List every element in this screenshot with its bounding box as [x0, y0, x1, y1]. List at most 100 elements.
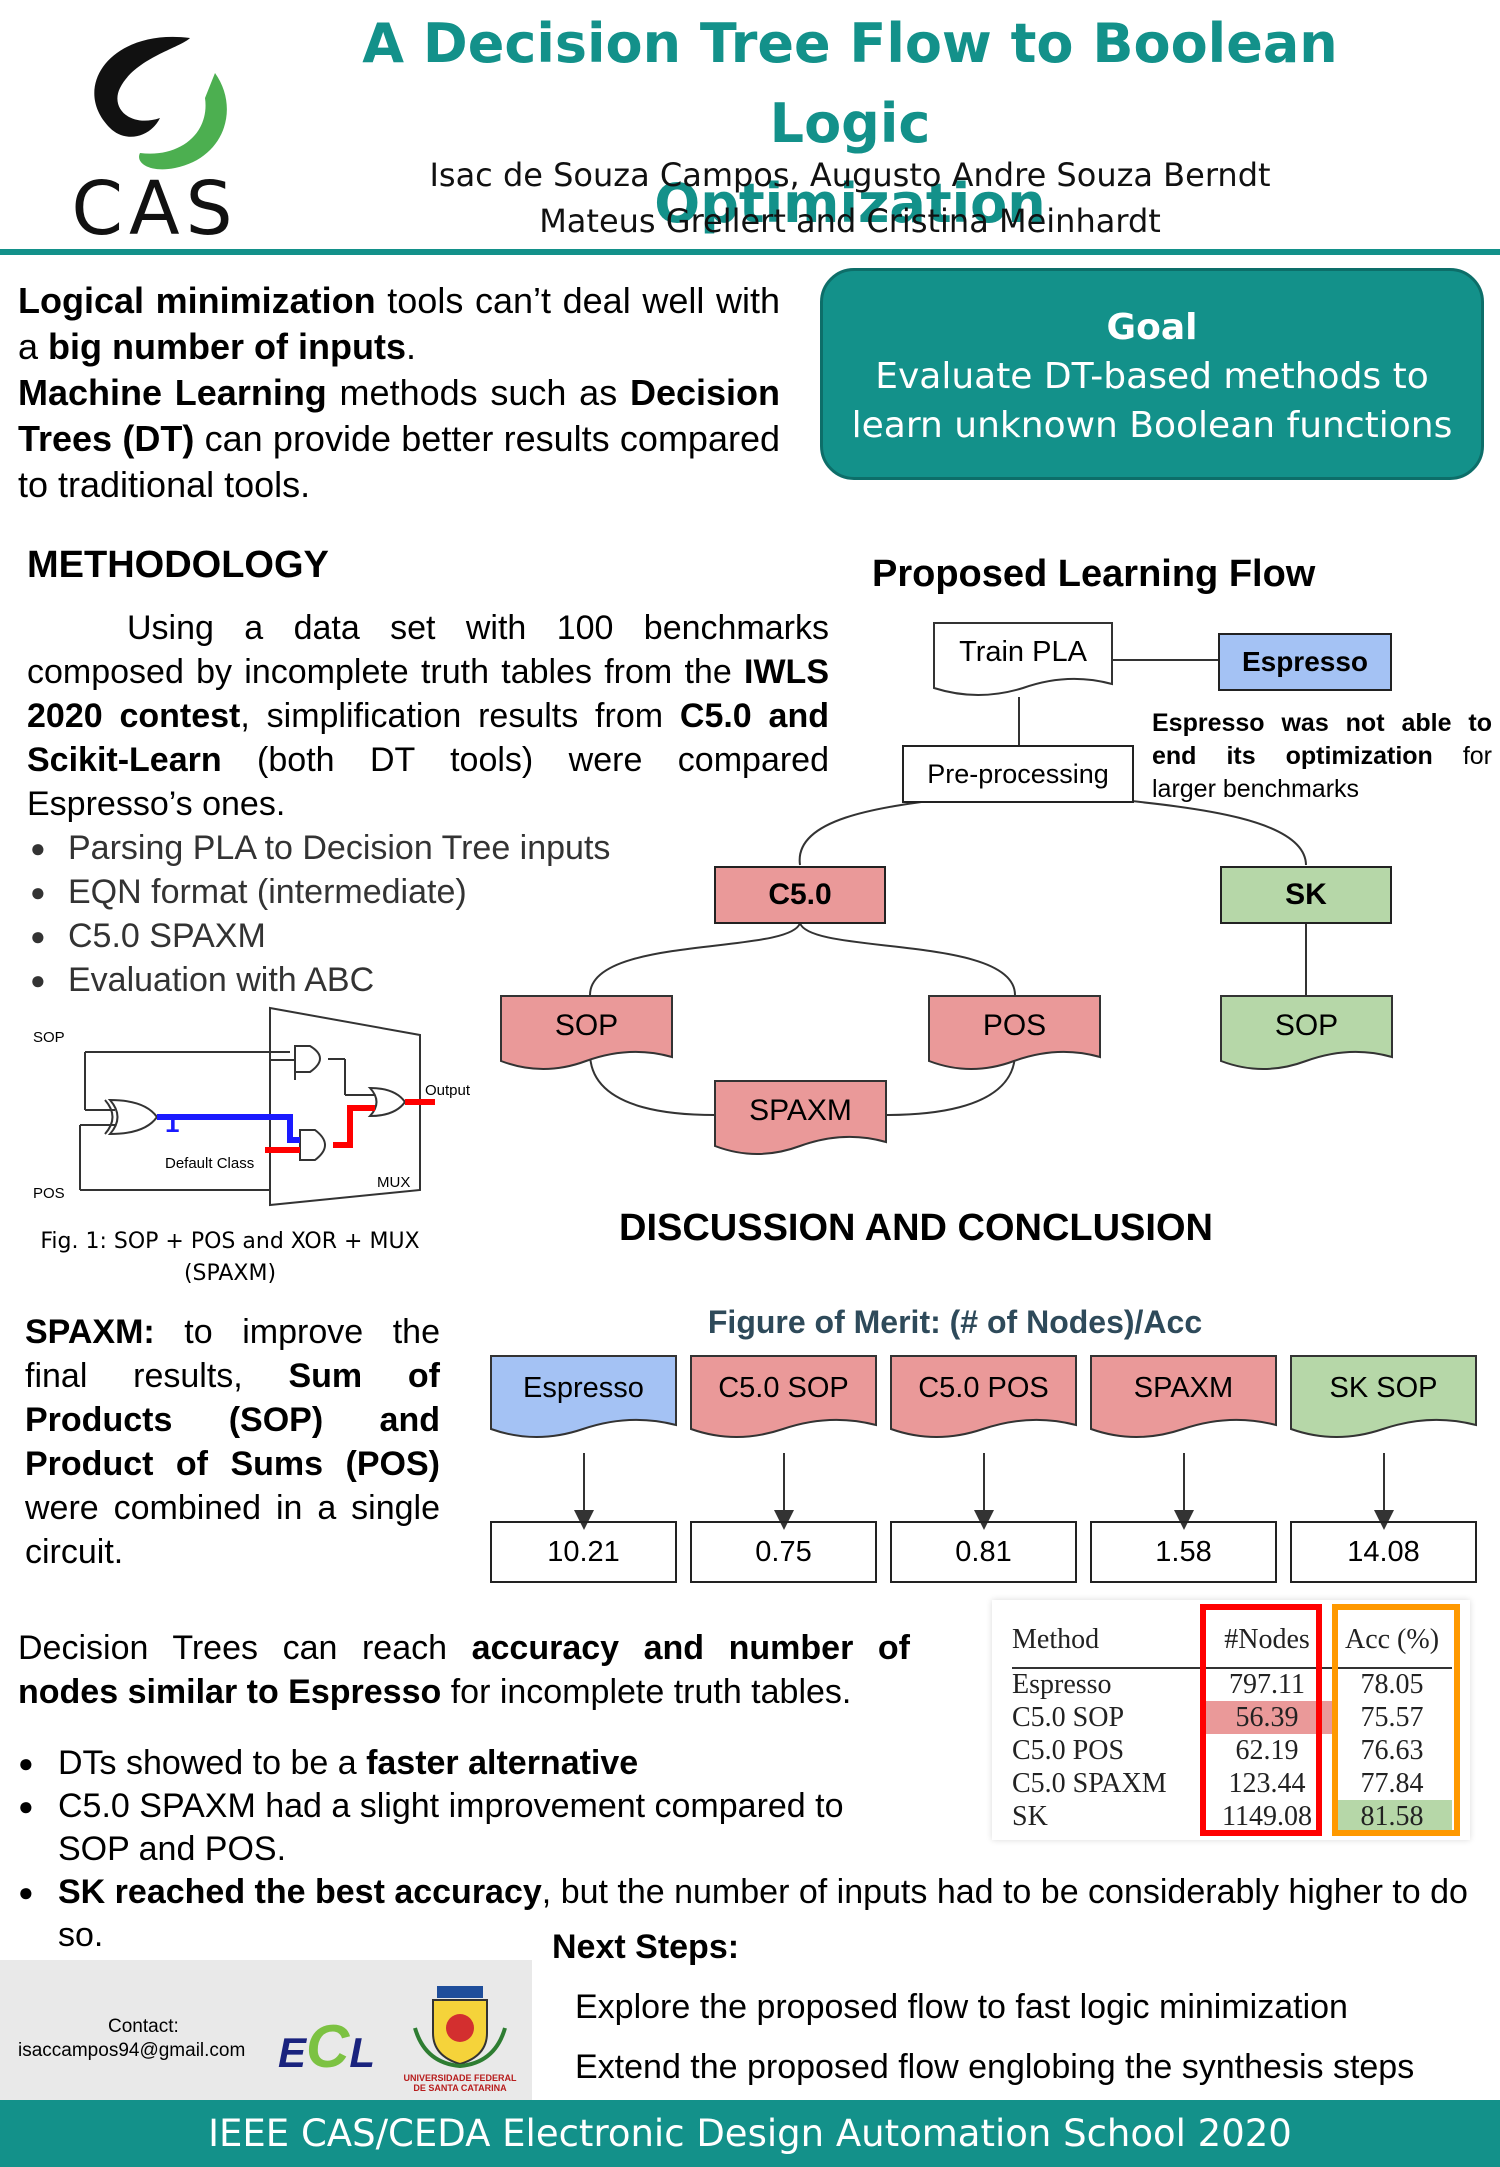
authors-line-1: Isac de Souza Campos, Augusto Andre Souz… [429, 156, 1271, 194]
meth-bold-2: C5.0 and Scikit-Learn [27, 697, 829, 779]
table-cell: 123.44 [1228, 1767, 1306, 1799]
fom-row: Espresso C5.0 SOP C5.0 POS SPAXM SK SOP … [490, 1355, 1490, 1585]
caption-line-1: Fig. 1: SOP + POS and XOR + MUX [40, 1229, 420, 1254]
constant-one: 1 [165, 1108, 179, 1138]
authors-line-2: Mateus Grellert and Cristina Meinhardt [539, 202, 1161, 240]
intro-bold-3: Machine Learning [18, 372, 327, 413]
table-cell: C5.0 SOP [1012, 1701, 1125, 1733]
train-pla-label: Train PLA [959, 636, 1087, 668]
title-line-2: Optimization [654, 172, 1046, 235]
methodology-paragraph: Using a data set with 100 benchmarks com… [27, 606, 829, 826]
spaxm-label: SPAXM [749, 1094, 852, 1127]
intro-bold-4: Decision Trees (DT) [18, 372, 780, 459]
c50-node: C5.0 [714, 866, 886, 924]
fom-arrows [574, 1453, 1394, 1530]
next-steps-heading: Next Steps: [552, 1928, 740, 1966]
col-header-method: Method [1012, 1623, 1100, 1655]
footer-contact-box: Contact: isaccampos94@gmail.com ECL UNIV… [0, 1960, 532, 2100]
nodes-column-highlight [1200, 1604, 1322, 1836]
bullet1-text: DTs showed to be a [58, 1744, 367, 1782]
sop-label: SOP [33, 1029, 65, 1046]
methodology-bullets: Parsing PLA to Decision Tree inputs EQN … [30, 826, 730, 1002]
fom-title: Figure of Merit: (# of Nodes)/Acc [707, 1304, 1203, 1340]
xor-gate [107, 1098, 159, 1136]
cas-logo: CAS [40, 18, 270, 252]
mux-label: MUX [377, 1174, 410, 1191]
fom-method-c50-pos: C5.0 POS [890, 1355, 1077, 1445]
table-cell: Espresso [1012, 1669, 1112, 1700]
table-cell: 62.19 [1235, 1734, 1299, 1766]
preprocessing-node: Pre-processing [902, 745, 1134, 803]
train-pla-node: Train PLA [933, 622, 1113, 698]
spaxm-bold-1: SPAXM: [25, 1313, 155, 1351]
ecl-letter-e: E [278, 2029, 307, 2076]
table-cell: 1149.08 [1222, 1800, 1312, 1832]
ufsc-name-line-1: UNIVERSIDADE FEDERAL [403, 2073, 517, 2083]
meth-text-2: , simplification results from [240, 697, 680, 735]
note-bold: Espresso was not able to end its optimiz… [1152, 709, 1492, 770]
list-item: EQN format (intermediate) [30, 870, 730, 914]
pos-label: POS [982, 1009, 1047, 1042]
default-class-label: Default Class [165, 1155, 254, 1172]
next-step-1: Explore the proposed flow to fast logic … [575, 1988, 1348, 2026]
list-item: SK reached the best accuracy, but the nu… [18, 1871, 1488, 1957]
meth-text-1: Using a data set with 100 benchmarks com… [27, 609, 829, 691]
sop-right-node: SOP [1220, 995, 1393, 1075]
goal-box: Goal Evaluate DT-based methods to learn … [820, 268, 1484, 480]
ufsc-logo: UNIVERSIDADE FEDERAL DE SANTA CATARINA [395, 1978, 525, 2098]
intro-paragraph: Logical minimization tools can’t deal we… [18, 278, 780, 508]
list-item: Evaluation with ABC [30, 958, 730, 1002]
fom-method-spaxm: SPAXM [1090, 1355, 1277, 1445]
spaxm-bold-2: Sum of Products (SOP) and Product of Sum… [25, 1357, 440, 1483]
intro-bold-1: Logical minimization [18, 280, 376, 321]
espresso-label: Espresso [1241, 646, 1369, 677]
table-cell: 797.11 [1229, 1669, 1305, 1700]
intro-bold-2: big number of inputs [48, 326, 406, 367]
fom-method-espresso: Espresso [490, 1355, 677, 1445]
header-divider [0, 249, 1500, 255]
preprocessing-label: Pre-processing [927, 759, 1109, 789]
c50-label: C5.0 [768, 878, 832, 911]
intro-text-2: . [406, 326, 417, 367]
table-cell-highlight: 56.39 [1202, 1701, 1332, 1734]
figure-caption: Fig. 1: SOP + POS and XOR + MUX (SPAXM) [30, 1226, 430, 1290]
fom-method-c50-sop: C5.0 SOP [690, 1355, 877, 1445]
fom-label: C5.0 SOP [718, 1372, 849, 1404]
mux-shape [269, 1006, 421, 1207]
sop-left-label: SOP [554, 1009, 619, 1042]
ecl-logo: ECL [278, 2012, 375, 2081]
fom-value-sk-sop: 14.08 [1290, 1521, 1477, 1583]
espresso-note: Espresso was not able to end its optimiz… [1152, 707, 1492, 806]
logo-text: CAS [71, 166, 239, 252]
fom-value-spaxm: 1.58 [1090, 1521, 1277, 1583]
fom-label: SPAXM [1133, 1372, 1234, 1404]
methodology-heading: METHODOLOGY [27, 544, 329, 586]
list-item: C5.0 SPAXM [30, 914, 730, 958]
sk-label: SK [1285, 878, 1327, 911]
goal-line-1: Evaluate DT-based methods to [875, 356, 1429, 397]
bullet3-bold: SK reached the best accuracy [58, 1873, 542, 1911]
col-header-nodes: #Nodes [1224, 1623, 1310, 1655]
concl-text-1: Decision Trees can reach [18, 1629, 472, 1667]
fom-method-sk-sop: SK SOP [1290, 1355, 1477, 1445]
pos-label: POS [33, 1185, 65, 1202]
spaxm-text-2: were combined in a single circuit. [25, 1489, 440, 1571]
espresso-node: Espresso [1218, 633, 1392, 691]
and-gate-bottom [299, 1129, 326, 1161]
or-gate [367, 1086, 407, 1118]
next-step-2: Extend the proposed flow englobing the s… [575, 2048, 1415, 2086]
contact-email[interactable]: isaccampos94@gmail.com [18, 2040, 246, 2061]
spaxm-text-1: to improve the final results, [25, 1313, 440, 1395]
fom-label: Espresso [523, 1372, 644, 1404]
output-label: Output [425, 1082, 471, 1099]
contact-label: Contact: [108, 2016, 179, 2037]
conclusion-bullets: DTs showed to be a faster alternative C5… [18, 1742, 1488, 1957]
goal-line-2: learn unknown Boolean functions [851, 405, 1453, 446]
sk-node: SK [1220, 866, 1392, 924]
intro-text-3: methods such as [326, 372, 630, 413]
list-item: Parsing PLA to Decision Tree inputs [30, 826, 730, 870]
table-cell: 77.84 [1360, 1767, 1424, 1799]
acc-column-highlight [1332, 1604, 1460, 1836]
note-text: for larger benchmarks [1152, 742, 1493, 803]
